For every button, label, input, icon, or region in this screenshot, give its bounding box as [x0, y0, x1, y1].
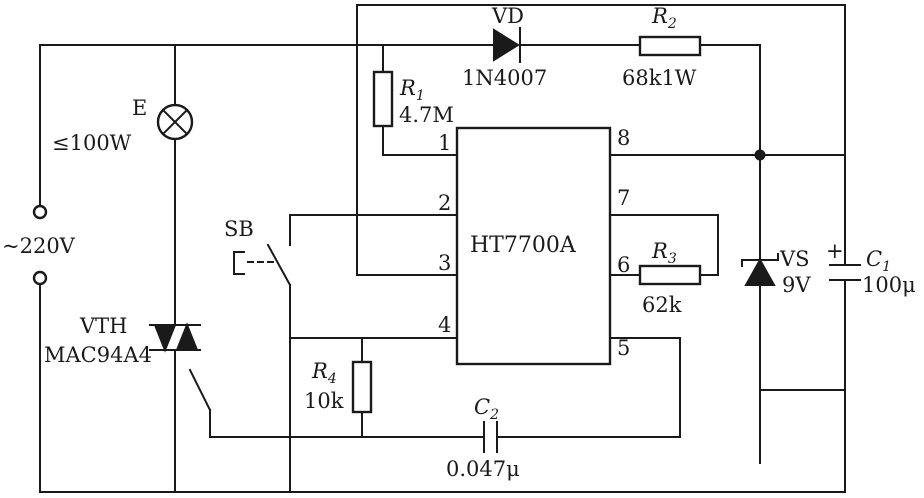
- r3-label: R3: [651, 239, 677, 267]
- vs-label: VS: [779, 247, 810, 271]
- resistor-r2-symbol: [638, 35, 702, 57]
- r1-value: 4.7M: [399, 103, 454, 127]
- pin-7: 7: [617, 186, 630, 210]
- lamp-symbol: [156, 103, 194, 141]
- vth-part: MAC94A4: [44, 343, 152, 367]
- vs-value: 9V: [782, 273, 811, 297]
- r3-value: 62k: [642, 293, 682, 317]
- pin-4: 4: [438, 313, 451, 337]
- r2-label: R2: [651, 4, 677, 32]
- pin-3: 3: [438, 251, 451, 275]
- sb-label: SB: [224, 217, 254, 241]
- c1-label: C1: [866, 247, 891, 275]
- c1-value: 100μ: [862, 273, 916, 297]
- lamp-rating: ≤100W: [52, 131, 132, 155]
- wires: [39, 4, 846, 493]
- ic-body: [455, 126, 612, 366]
- resistor-r3-symbol: [638, 264, 702, 286]
- switch-sb-symbol: [233, 243, 292, 287]
- r4-value: 10k: [304, 389, 344, 413]
- zener-vs-symbol: [741, 253, 779, 286]
- lamp-label: E: [132, 96, 147, 120]
- junction-dot: [754, 149, 766, 161]
- triac-vth-symbol: [149, 322, 201, 353]
- c2-value: 0.047μ: [446, 457, 520, 481]
- ic-label: HT7700A: [470, 233, 577, 258]
- capacitor-c1-symbol: [829, 264, 861, 281]
- resistor-r4-symbol: [351, 360, 373, 414]
- c1-plus: +: [826, 239, 844, 263]
- resistor-r1-symbol: [372, 70, 394, 128]
- pin-2: 2: [438, 191, 451, 215]
- diode-vd-symbol: [493, 27, 521, 63]
- supply-label: ~220V: [2, 234, 76, 258]
- pin-8: 8: [617, 126, 630, 150]
- vd-part: 1N4007: [462, 66, 547, 90]
- vth-label: VTH: [79, 314, 128, 338]
- pin-6: 6: [617, 253, 630, 277]
- r2-value: 68k1W: [622, 66, 697, 90]
- c2-label: C2: [474, 395, 499, 423]
- r4-label: R4: [311, 359, 337, 387]
- capacitor-c2-symbol: [483, 421, 498, 453]
- pin-1: 1: [438, 131, 451, 155]
- r1-label: R1: [399, 76, 425, 104]
- vd-label: VD: [491, 4, 524, 28]
- supply-terminals: [32, 204, 48, 286]
- pin-5: 5: [617, 336, 630, 360]
